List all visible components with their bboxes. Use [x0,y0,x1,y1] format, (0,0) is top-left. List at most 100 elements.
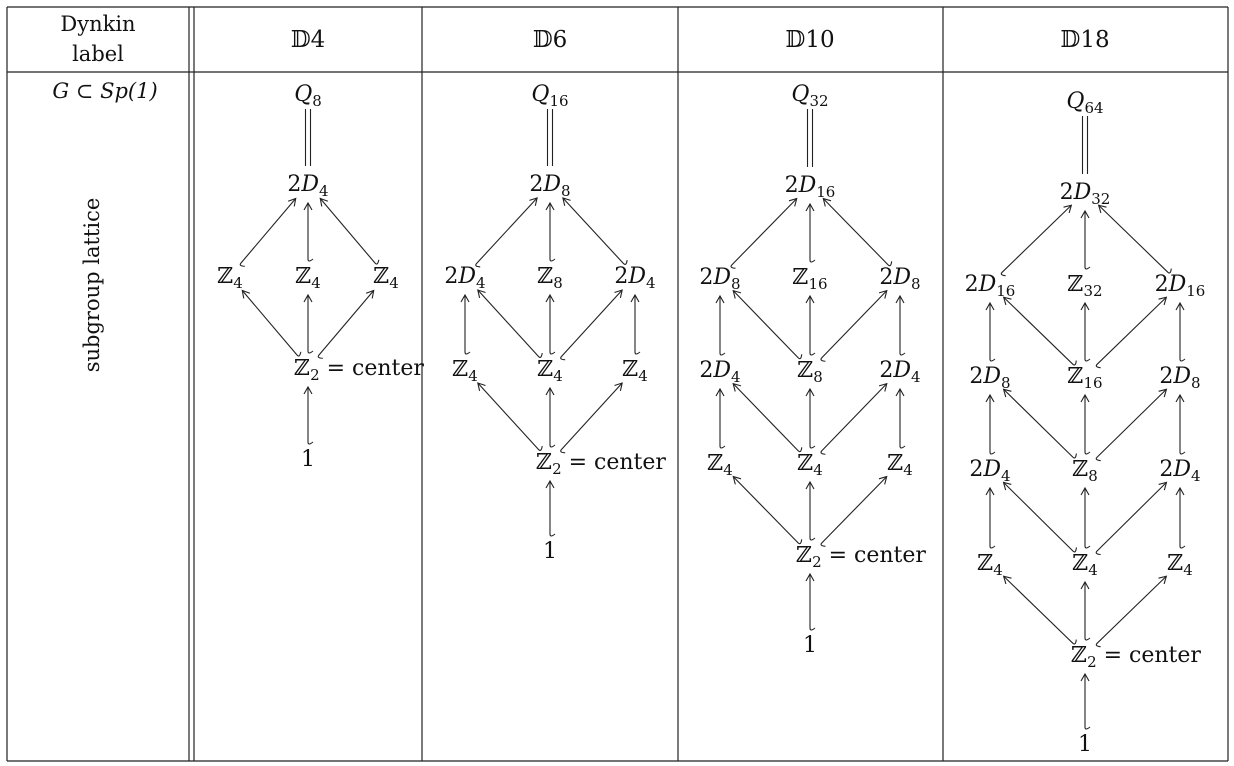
header-dynkin-label-line1: Dynkin [60,12,135,36]
lattice-3-node-Q32: Q32 [791,82,828,110]
lattice-4-edge-22-head [1158,575,1168,585]
lattice-4-edge-2-head [1063,204,1073,214]
lattice-4-edge-12 [1084,395,1091,455]
lattice-3-edge-18-head [805,572,815,582]
lattice-4-node-2D4b: 2D4 [1159,457,1200,485]
lattice-2-node-2D4b: 2D4 [614,264,655,292]
lattice-3-node-Z2: ℤ2 = center [796,543,926,571]
lattice-4-node-2D8a: 2D8 [969,364,1010,392]
column-header-D6: 𝔻6 [533,27,568,53]
lattice-4-node-Z4a: ℤ4 [977,551,1003,579]
lattice-1-edge-3 [307,203,314,262]
lattice-4-edge-17-head [1080,486,1090,496]
lattice-1-edge-7 [317,290,375,359]
lattice-2-edge-11 [549,388,556,448]
lattice-4-edge-7-head [1080,301,1090,311]
lattice-2-node-Z4a: ℤ4 [452,357,478,385]
lattice-3-edge-4 [822,198,893,267]
lattice-2-node-Z8: ℤ8 [537,264,563,292]
lattice-4-edge-2 [1000,204,1072,277]
lattice-1-edge-4 [319,198,380,265]
lattice-3-edge-12 [809,389,816,449]
lattice-3-node-2D4a: 2D4 [699,358,740,386]
lattice-1-node-Z4c: ℤ4 [373,264,399,292]
column-header-D18: 𝔻18 [1060,27,1109,53]
lattice-4-edge-15 [989,488,996,549]
lattice-1-edge-2 [239,198,297,267]
lattice-2-node-one: 1 [543,539,557,564]
lattice-3-edge-13-head [878,382,888,392]
lattice-4-node-2D8b: 2D8 [1159,364,1200,392]
lattice-4-edge-11 [1003,388,1077,459]
lattice-2-node-Z2: ℤ2 = center [536,450,666,478]
column-header-D10: 𝔻10 [785,27,834,53]
lattice-4-edge-19-head [1175,486,1185,496]
lattice-3-edge-8-head [878,289,888,299]
lattice-4-node-Q64: Q64 [1066,89,1103,117]
lattice-4-edge-7 [1084,303,1091,362]
lattice-3-edge-5 [719,296,726,356]
lattice-1-edge-6-head [303,293,313,303]
lattice-1-edge-5-head [241,289,251,299]
lattice-4-edge-17 [1084,488,1091,549]
lattice-3-edge-6-head [732,289,742,299]
lattice-2-edge-10-head [477,382,486,392]
lattice-3-edge-18 [809,574,816,631]
lattice-2-edge-6 [477,289,543,358]
lattice-2-edge-8-head [614,289,623,299]
lattice-1-node-Z2: ℤ2 = center [294,356,424,384]
lattice-1-edge-8-head [303,385,313,395]
lattice-4-edge-6 [1003,296,1077,366]
lattice-2-edge-2-head [529,197,538,206]
lattice-2-edge-4 [562,197,628,265]
lattice-3-edge-13 [820,383,888,455]
lattice-4-edge-18 [1095,481,1167,556]
lattice-2-node-2D8: 2D8 [529,172,570,200]
lattice-3-node-2D4b: 2D4 [879,358,920,386]
lattice-4-edge-3-head [1080,209,1090,219]
lattice-2-edge-13 [549,481,556,537]
lattice-1-edge-5 [241,290,302,357]
lattice-1-node-Z4b: ℤ4 [295,264,321,292]
lattice-3-node-Z4c: ℤ4 [887,451,913,479]
lattice-1-node-one: 1 [301,447,315,472]
lattice-1-edge-6 [307,295,314,354]
lattice-2-edge-12-head [614,382,623,392]
lattice-3-node-2D8a: 2D8 [699,265,740,293]
lattice-1-node-2D4: 2D4 [287,172,328,200]
lattice-3-edge-7 [809,296,816,356]
lattice-2-edge-5-head [460,293,470,303]
lattice-4-edge-9 [1179,303,1186,362]
lattice-4-edge-4 [1098,204,1172,274]
lattice-2-node-Z4b: ℤ4 [537,357,563,385]
lattice-4-edge-16 [1003,481,1077,553]
lattice-4-edge-4-head [1097,204,1107,214]
lattice-1-edge-3-head [303,201,313,211]
lattice-1-node-Z4a: ℤ4 [217,264,243,292]
lattice-3-edge-9 [899,296,906,356]
lattice-2-edge-4-head [562,197,571,206]
lattice-3-edge-9-head [895,294,905,304]
lattice-4-edge-14-head [1175,393,1185,403]
lattice-4-edge-10-head [985,393,995,403]
lattice-2-edge-11-head [545,386,555,396]
lattice-3-edge-12-head [805,387,815,397]
lattice-4-node-Z2: ℤ2 = center [1071,643,1201,671]
table-grid [6,6,1229,762]
lattice-4-node-Z4b: ℤ4 [1072,551,1098,579]
lattice-4-node-2D32: 2D32 [1060,180,1111,208]
lattice-3-edge-5-head [715,294,725,304]
lattice-4-edge-3 [1084,211,1091,270]
lattice-4-edge-19 [1179,488,1186,549]
lattice-4-edge-8 [1095,296,1167,369]
lattice-4-edge-14 [1179,395,1186,455]
lattice-3-edge-2-head [788,197,798,207]
lattice-3-node-Z4a: ℤ4 [707,451,733,479]
lattice-4-node-2D16b: 2D16 [1155,272,1206,300]
lattice-4-edge-13-head [1158,388,1168,398]
lattice-2-edge-3-head [545,201,555,211]
lattice-2-edge-12 [560,382,623,454]
